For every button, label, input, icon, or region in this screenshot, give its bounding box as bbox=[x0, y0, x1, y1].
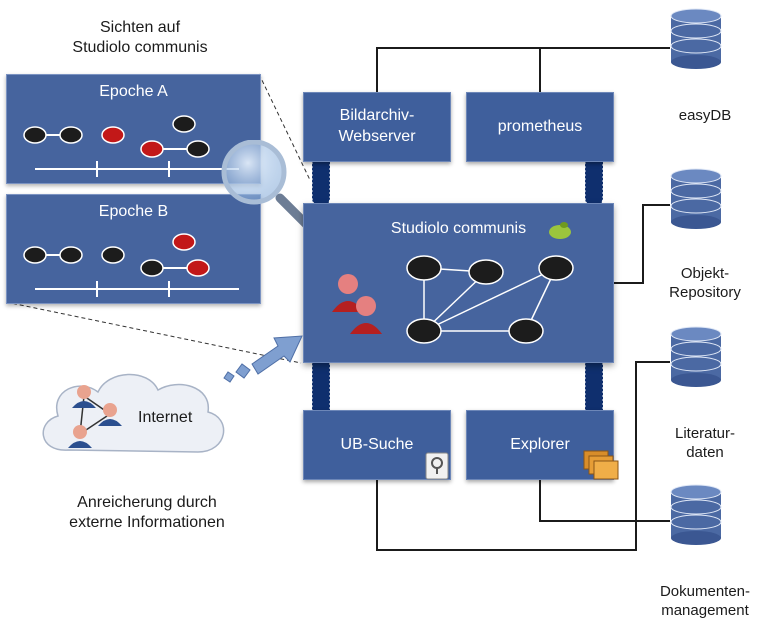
service-bildarchiv-webserver[interactable]: Bildarchiv- Webserver bbox=[303, 92, 451, 162]
folders-icon bbox=[583, 450, 619, 480]
internet-caption-line1: Anreicherung durch bbox=[77, 494, 217, 511]
node-highlight bbox=[101, 126, 125, 144]
search-icon bbox=[425, 452, 449, 480]
view-panel-title: Epoche B bbox=[98, 203, 169, 220]
view-panel-epoche-b[interactable]: Epoche B bbox=[6, 194, 261, 304]
db-label-literatur: Literatur- daten bbox=[650, 424, 760, 462]
node bbox=[23, 126, 47, 144]
graph-node bbox=[508, 318, 544, 344]
node bbox=[59, 126, 83, 144]
database-icon bbox=[670, 168, 722, 229]
service-label: Explorer bbox=[510, 436, 570, 453]
node bbox=[172, 115, 196, 133]
wire-explorer bbox=[539, 480, 670, 522]
network-users-icon bbox=[68, 385, 122, 448]
service-label-line2: Webserver bbox=[338, 128, 416, 145]
dash-line-top bbox=[258, 73, 311, 181]
db-label-line1: Objekt- bbox=[680, 265, 730, 282]
db-label-line2: daten bbox=[686, 444, 724, 461]
node bbox=[186, 140, 210, 158]
wire-ubsuche bbox=[376, 361, 670, 551]
view-panel-epoche-a[interactable]: Epoche A bbox=[6, 74, 261, 184]
views-title-line1: Sichten auf bbox=[99, 19, 181, 36]
graph-node bbox=[406, 255, 442, 281]
node bbox=[101, 246, 125, 264]
graph-node bbox=[406, 318, 442, 344]
node-highlight bbox=[186, 259, 210, 277]
views-title: Sichten auf Studiolo communis bbox=[40, 18, 240, 58]
db-label-dokumente: Dokumenten- management bbox=[650, 582, 760, 620]
internet-label: Internet bbox=[138, 409, 193, 426]
graph-node bbox=[468, 259, 504, 285]
service-explorer[interactable]: Explorer bbox=[466, 410, 619, 480]
views-title-line2: Studiolo communis bbox=[72, 39, 208, 56]
timeline-graph-b bbox=[23, 233, 239, 297]
studiolo-communis-panel[interactable]: Studiolo communis bbox=[303, 203, 614, 363]
wire-easydb bbox=[376, 47, 670, 92]
view-panel-title: Epoche A bbox=[99, 83, 168, 100]
service-label-line1: Bildarchiv- bbox=[339, 107, 415, 124]
node bbox=[140, 259, 164, 277]
internet-caption: Anreicherung durch externe Informationen bbox=[22, 493, 272, 533]
users-icon bbox=[332, 274, 382, 334]
service-label: UB-Suche bbox=[340, 436, 414, 453]
network-graph bbox=[406, 255, 574, 344]
service-ub-suche[interactable]: UB-Suche bbox=[303, 410, 451, 480]
service-label: prometheus bbox=[497, 118, 583, 135]
node bbox=[23, 246, 47, 264]
arrow-icon bbox=[223, 335, 303, 383]
db-label-line2: Repository bbox=[669, 284, 741, 301]
wire-objekt bbox=[612, 204, 670, 284]
timeline-graph-a bbox=[23, 115, 239, 177]
database-icon bbox=[670, 8, 722, 69]
graph-node bbox=[538, 255, 574, 281]
database-icon bbox=[670, 484, 722, 545]
db-label-easydb: easyDB bbox=[650, 106, 760, 125]
magnifier-icon bbox=[221, 140, 313, 231]
db-label-line1: easyDB bbox=[678, 107, 732, 124]
database-icon bbox=[670, 326, 722, 387]
main-title: Studiolo communis bbox=[390, 220, 527, 237]
db-label-line2: management bbox=[661, 602, 749, 619]
db-label-objekt: Objekt- Repository bbox=[650, 264, 760, 302]
node bbox=[59, 246, 83, 264]
leaf-icon bbox=[549, 222, 571, 239]
service-prometheus[interactable]: prometheus bbox=[466, 92, 614, 162]
internet-caption-line2: externe Informationen bbox=[69, 514, 225, 531]
dash-line-bottom bbox=[5, 301, 302, 364]
db-label-line1: Literatur- bbox=[674, 425, 736, 442]
db-label-line1: Dokumenten- bbox=[659, 583, 751, 600]
node-highlight bbox=[172, 233, 196, 251]
node-highlight bbox=[140, 140, 164, 158]
